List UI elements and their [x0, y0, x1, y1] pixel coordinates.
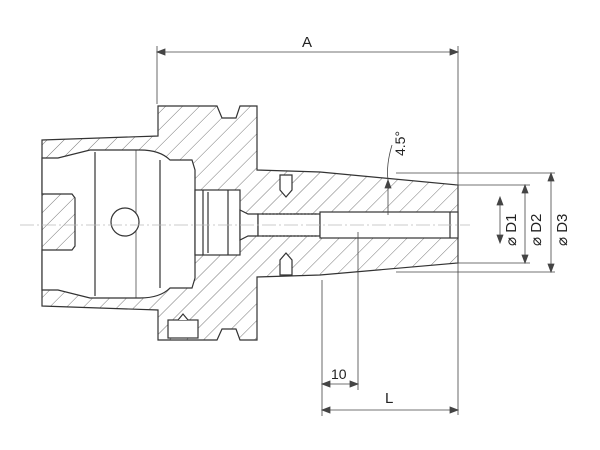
dim-10-label: 10: [331, 366, 347, 382]
dim-d2-label: ⌀ D2: [528, 213, 545, 246]
dim-l-label: L: [385, 390, 394, 407]
cross-hole: [110, 207, 140, 237]
dim-d1-label: ⌀ D1: [503, 213, 520, 246]
dim-a-label: A: [302, 34, 313, 51]
dimension-lines: [155, 46, 555, 416]
dim-d3-label: ⌀ D3: [554, 213, 571, 246]
dim-angle-label: 4.5°: [392, 130, 408, 156]
stop-screw: [194, 189, 241, 256]
